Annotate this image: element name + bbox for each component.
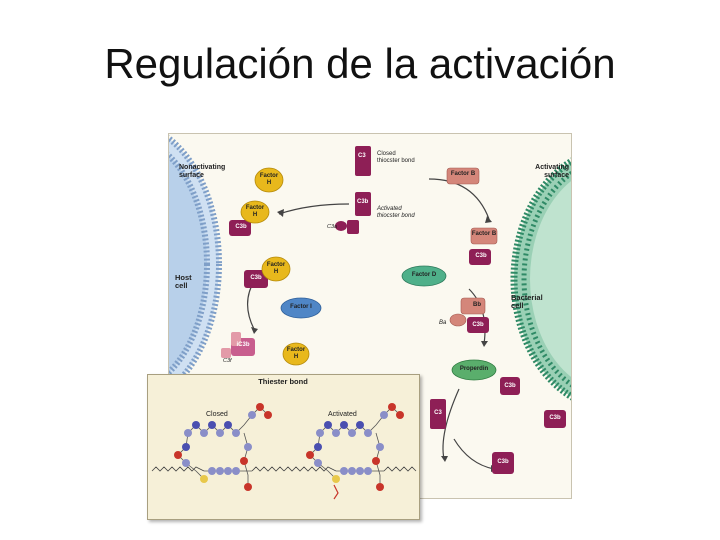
c3b-bacterial-label-2: C3b (472, 322, 484, 328)
ic3b-fragments (221, 332, 241, 358)
thioester-bond-inset: Thiester bond Closed Activated (147, 374, 420, 520)
closed-bond-label: Closed thiocster bond (377, 151, 415, 164)
peptide-chain (151, 466, 417, 472)
factor-b-molecules (446, 167, 498, 327)
factor-i-label: Factor I (290, 304, 312, 310)
bb-label: Bb (473, 302, 481, 308)
c3a-fragment (335, 221, 347, 231)
factor-h-label-1: Factor H (259, 173, 279, 186)
factor-b-label-2: Factor B (471, 231, 497, 237)
c3b-host-label-1: C3b (235, 224, 247, 230)
ic3b-label: iC3b (236, 342, 250, 348)
c3-molecules (229, 146, 566, 474)
diagram-graphics (169, 134, 571, 474)
molecule-bonds (177, 406, 401, 487)
slide-title: Regulación de la activación (104, 40, 616, 87)
activated-bond-label: Activated thiocster bond (377, 206, 415, 219)
c3b-bacterial-label-3: C3b (504, 383, 516, 389)
thioester-structure-graphics (151, 403, 417, 500)
c3b-host-label-2: C3b (250, 275, 262, 281)
closed-label: Closed (206, 411, 228, 418)
factor-h-label-4: Factor H (286, 347, 306, 360)
factor-d-label: Factor D (411, 272, 437, 278)
factor-i-molecule (280, 297, 322, 319)
factor-h-label-2: Factor H (245, 205, 265, 218)
activated-label: Activated (328, 411, 357, 418)
c3a-label: C3a (327, 224, 338, 230)
host-cell-membrane (169, 134, 222, 394)
c3-top-label: C3 (358, 153, 366, 159)
factor-b-label-1: Factor B (450, 171, 476, 177)
bond-break-mark (333, 484, 339, 500)
c3b-center-label: C3b (357, 199, 369, 205)
ba-label: Ba (439, 320, 447, 326)
c3-bottom-label: C3 (434, 410, 442, 416)
factor-h-molecules (240, 167, 310, 366)
c3b-bacterial-label-5: C3b (497, 459, 509, 465)
atoms (174, 403, 404, 491)
inset-title: Thiester bond (258, 377, 308, 386)
factor-d-molecule (401, 265, 447, 287)
activating-surface-label: Activating surface (535, 164, 569, 179)
pathway-arrows (247, 178, 495, 470)
properdin-molecule (451, 359, 497, 381)
nonactivating-surface-label: Nonactivating surface (179, 164, 226, 179)
host-cell-label: Host cell (175, 273, 192, 291)
bacterial-cell-membrane (510, 157, 571, 401)
c3f-label: C3f (223, 358, 232, 364)
bacterial-cell-label: Bacterial cell (511, 293, 543, 311)
factor-h-label-3: Factor H (266, 262, 286, 275)
c3b-bacterial-label-4: C3b (549, 415, 561, 421)
properdin-label: Properdin (459, 366, 489, 372)
c3b-bacterial-label-1: C3b (475, 253, 487, 259)
